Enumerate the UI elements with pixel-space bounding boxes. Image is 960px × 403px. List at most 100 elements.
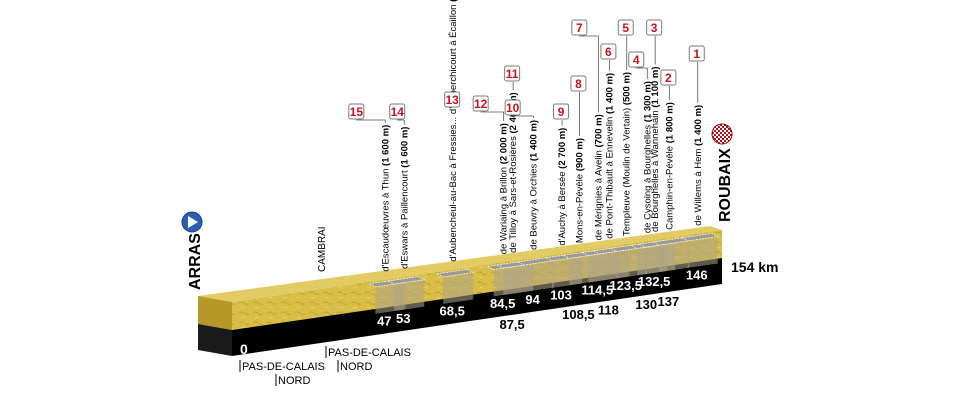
sector-length: (1 100 m) <box>650 66 661 107</box>
km-marker-label: 132,5 <box>638 274 671 289</box>
sector-name: de Tilloy à Sars-et-Rosières (2 400 m) <box>508 92 519 253</box>
sector-name-text: de Pont-Thibault à Ennevelin <box>604 117 615 239</box>
sector-name-text: de Wariaing à Brillon <box>499 167 510 254</box>
start-marker: ARRAS 0 <box>181 211 248 357</box>
sector-name-text: de Cysoing à Bourghelles <box>642 125 653 234</box>
sector-name: Camphin-en-Pévèle (1 800 m) <box>664 102 675 230</box>
finish-name: ROUBAIX <box>717 148 734 222</box>
km-marker-label: 108,5 <box>562 307 595 322</box>
play-arrow-icon <box>188 216 198 228</box>
town-label: CAMBRAI <box>317 226 328 272</box>
sector-badge <box>348 103 365 120</box>
sector-badge <box>660 69 677 86</box>
sector-number: 9 <box>558 105 565 119</box>
sector-number: 15 <box>350 105 364 119</box>
sector-leader-lines <box>356 35 699 137</box>
sector-name: d'Auchy à Bersée (2 700 m) <box>557 128 568 246</box>
cobble-face <box>659 241 690 273</box>
region-label: NORD <box>278 375 310 387</box>
sector-name: d'Eswars à Paillencourt (1 600 m) <box>399 127 410 269</box>
sector-length: (1 400 m) <box>529 120 540 161</box>
km-marker-label: 146 <box>686 268 708 283</box>
km-marker-label: 103 <box>550 288 572 303</box>
km-marker-label: 94 <box>525 292 540 307</box>
km-marker-label: 68,5 <box>440 304 465 319</box>
sector-number: 6 <box>605 45 612 59</box>
region-label: PAS-DE-CALAIS <box>328 347 411 359</box>
sector-name-text: d'Escaudœuvres à Thun <box>380 169 391 272</box>
cobble-strip <box>680 233 719 242</box>
km-marker-label: 123,5 <box>609 278 642 293</box>
sector-badge <box>472 95 489 112</box>
km-marker-label: 114,5 <box>581 282 613 297</box>
km-marker-label: 47 <box>377 314 391 329</box>
sector-number: 14 <box>391 105 405 119</box>
sector-name-text: d'Aubencheul-au-Bac à Fressies... d'Aube… <box>448 5 459 262</box>
profile-block <box>198 226 722 356</box>
sector-name: de Wariaing à Brillon (2 000 m) <box>499 123 510 254</box>
cobble-strip <box>516 257 555 266</box>
sector-badge <box>646 19 663 36</box>
sector-badge <box>444 91 461 108</box>
sector-name-text: de Tilloy à Sars-et-Rosières <box>508 136 519 253</box>
cobble-strip <box>436 269 475 278</box>
cobble-sector-strips <box>368 233 719 314</box>
sector-number: 4 <box>633 53 640 67</box>
sector-badge <box>571 19 588 36</box>
sector-length: (1 600 m) <box>380 125 391 166</box>
sector-name: de Mérignies à Avelin (700 m) <box>593 114 604 240</box>
sector-number: 5 <box>622 21 629 35</box>
sector-name-text: de Beuvry à Orchies <box>529 164 540 250</box>
sector-length: (2 700 m) <box>557 128 568 169</box>
cobble-face <box>443 273 474 304</box>
sector-badge <box>617 19 634 36</box>
sector-length: (900 m) <box>574 138 585 171</box>
profile-base-left <box>198 324 232 356</box>
region-label: NORD <box>340 361 372 373</box>
sector-length: (1 300 m) <box>642 81 653 122</box>
sector-length: (2 000 m) <box>499 123 510 164</box>
sector-name-text: de Willems à Hem <box>693 149 704 226</box>
sector-number: 13 <box>445 93 459 107</box>
sector-name-text: de Mérignies à Avelin <box>593 150 604 240</box>
sector-name: de Willems à Hem (1 400 m) <box>693 105 704 226</box>
sector-labels: d'Escaudœuvres à Thun (1 600 m)d'Eswars … <box>380 0 703 272</box>
sector-length: (900 m) <box>448 0 459 2</box>
sector-name: d'Escaudœuvres à Thun (1 600 m) <box>380 125 391 272</box>
cobble-strip <box>652 237 691 246</box>
sector-number: 12 <box>474 97 488 111</box>
sector-badge <box>553 103 570 120</box>
km-marker-label: 53 <box>396 311 410 326</box>
sector-name: de Cysoing à Bourghelles (1 300 m) <box>642 81 653 233</box>
sector-badge <box>628 51 645 68</box>
profile-left-face <box>198 296 232 330</box>
cobble-face <box>394 280 425 312</box>
sector-number: 8 <box>575 77 582 91</box>
cobble-strip <box>387 276 426 285</box>
region-label: PAS-DE-CALAIS <box>242 361 325 373</box>
sector-name-text: Templeuve (Moulin de Vertain) <box>622 108 633 236</box>
sector-number: 3 <box>651 21 658 35</box>
sector-name-text: d'Auchy à Bersée <box>557 171 568 245</box>
sector-name-text: Mons-en-Pévèle <box>574 174 585 243</box>
sector-number: 11 <box>506 67 519 81</box>
sector-badge <box>600 43 617 60</box>
cobble-face <box>523 261 554 293</box>
finish-marker: ROUBAIX 154 km <box>711 123 778 275</box>
start-km: 0 <box>240 341 248 357</box>
profile-base-front <box>232 258 722 356</box>
sector-number: 7 <box>576 21 583 35</box>
km-marker-label: 137 <box>657 294 679 309</box>
sector-length: (500 m) <box>622 72 633 105</box>
sector-number: 2 <box>665 71 672 85</box>
sector-name: de Pont-Thibault à Ennevelin (1 400 m) <box>604 73 615 239</box>
sector-name: Mons-en-Pévèle (900 m) <box>574 138 585 243</box>
sector-name-text: Camphin-en-Pévèle <box>664 146 675 230</box>
sector-name-text: de Bourghelles à Wannehain <box>650 110 661 232</box>
sector-length: (700 m) <box>593 114 604 147</box>
sector-length: (1 400 m) <box>604 73 615 114</box>
sector-name: de Beuvry à Orchies (1 400 m) <box>529 120 540 250</box>
sector-length: (1 600 m) <box>399 127 410 168</box>
